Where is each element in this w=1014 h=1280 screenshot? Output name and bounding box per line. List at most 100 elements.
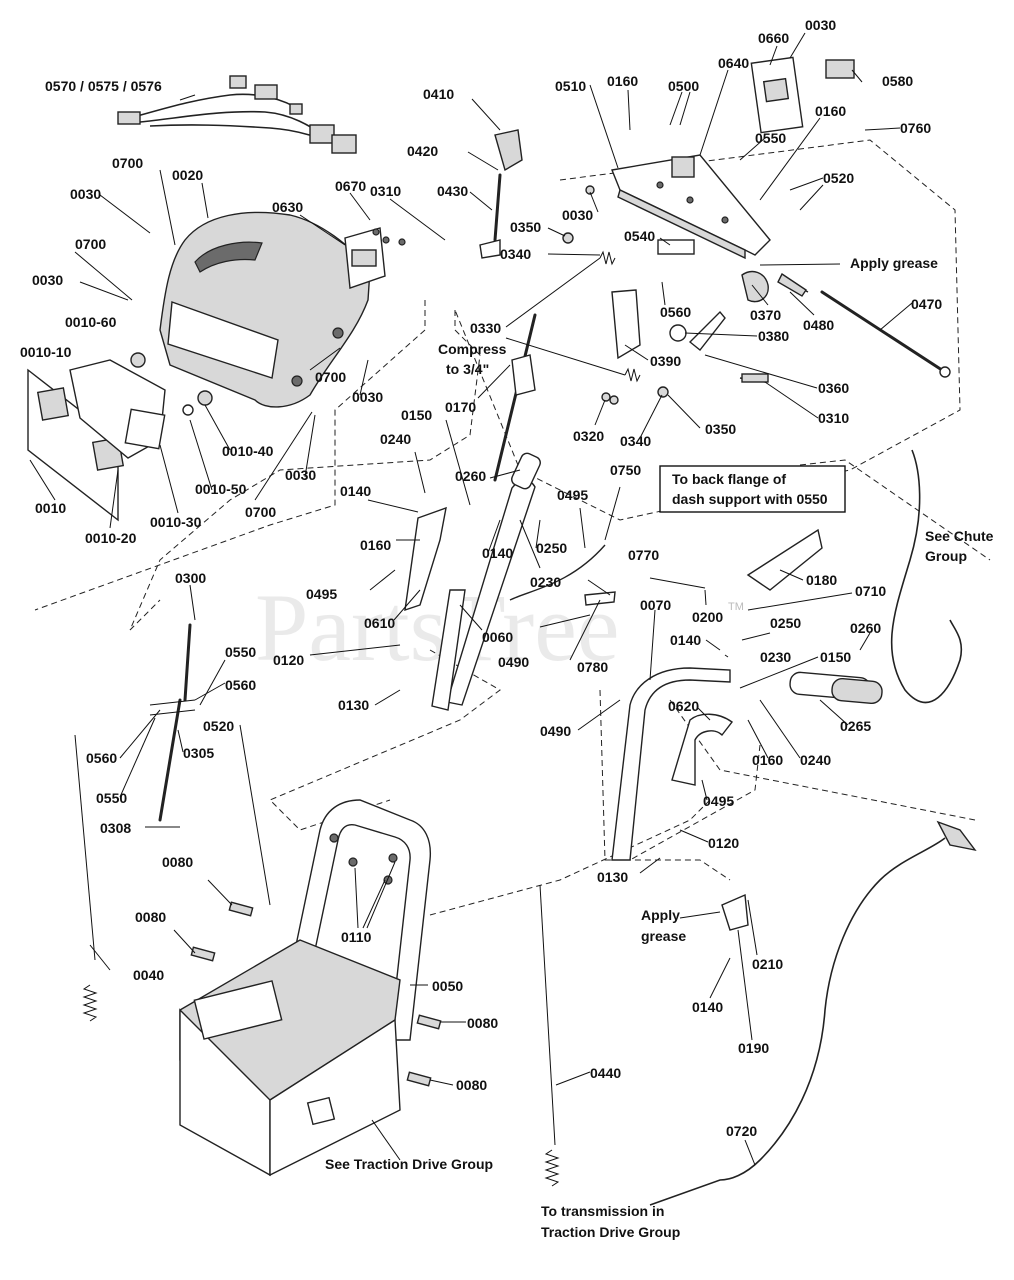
label-0080-d: 0080 <box>456 1077 487 1093</box>
label-0040: 0040 <box>133 967 164 983</box>
label-0770: 0770 <box>628 547 659 563</box>
label-0030-f: 0030 <box>285 467 316 483</box>
label-0160-d: 0160 <box>752 752 783 768</box>
springs <box>562 185 669 405</box>
label-0200: 0200 <box>692 609 723 625</box>
label-0340-b: 0340 <box>620 433 651 449</box>
label-0370: 0370 <box>750 307 781 323</box>
label-0260-a: 0260 <box>455 468 486 484</box>
note-flange-line2: dash support with 0550 <box>672 491 828 507</box>
note-transmission-line2: Traction Drive Group <box>541 1224 680 1240</box>
label-0140-a: 0140 <box>340 483 371 499</box>
label-0420: 0420 <box>407 143 438 159</box>
label-0010-40: 0010-40 <box>222 443 274 459</box>
diagram-notes: Apply grease Compress to 3/4" To back fl… <box>325 255 994 1240</box>
left-handle <box>404 452 616 711</box>
label-0700-c: 0700 <box>315 369 346 385</box>
label-0120-b: 0120 <box>708 835 739 851</box>
label-0700-d: 0700 <box>245 504 276 520</box>
label-0570: 0570 / 0575 / 0576 <box>45 78 162 94</box>
label-0180: 0180 <box>806 572 837 588</box>
label-0250-a: 0250 <box>536 540 567 556</box>
label-0080-b: 0080 <box>135 909 166 925</box>
watermark: PartsTree <box>255 574 619 681</box>
label-0030-e: 0030 <box>352 389 383 405</box>
note-transmission-line1: To transmission in <box>541 1203 664 1219</box>
part-labels: 0570 / 0575 / 0576 0410 0420 0430 0510 0… <box>20 17 942 1139</box>
note-chute-line1: See Chute <box>925 528 994 544</box>
label-0130-a: 0130 <box>338 697 369 713</box>
bellcrank-bracket <box>721 893 749 931</box>
label-0190: 0190 <box>738 1040 769 1056</box>
label-0490-a: 0490 <box>498 654 529 670</box>
label-0550-c: 0550 <box>96 790 127 806</box>
control-cables <box>74 734 560 1187</box>
label-0360: 0360 <box>818 380 849 396</box>
label-0340-a: 0340 <box>500 246 531 262</box>
label-0560-c: 0560 <box>86 750 117 766</box>
label-0160-a: 0160 <box>607 73 638 89</box>
label-0560-b: 0560 <box>225 677 256 693</box>
label-0010-20: 0010-20 <box>85 530 137 546</box>
label-0210: 0210 <box>752 956 783 972</box>
label-0080-c: 0080 <box>467 1015 498 1031</box>
label-0620: 0620 <box>668 698 699 714</box>
label-0240-b: 0240 <box>800 752 831 768</box>
chute-control-rod <box>493 313 537 482</box>
note-apply-grease-line1: Apply <box>641 907 680 923</box>
label-0640: 0640 <box>718 55 749 71</box>
label-0010: 0010 <box>35 500 66 516</box>
label-0350-b: 0350 <box>705 421 736 437</box>
label-0140-c: 0140 <box>670 632 701 648</box>
note-flange-line1: To back flange of <box>672 471 786 487</box>
label-0700-b: 0700 <box>75 236 106 252</box>
label-0520-a: 0520 <box>823 170 854 186</box>
label-0550-b: 0550 <box>225 644 256 660</box>
label-0780: 0780 <box>577 659 608 675</box>
label-0390: 0390 <box>650 353 681 369</box>
shift-linkage <box>149 623 196 822</box>
label-0580: 0580 <box>882 73 913 89</box>
label-0495-c: 0495 <box>703 793 734 809</box>
note-traction-drive: See Traction Drive Group <box>325 1156 493 1172</box>
chute-lever <box>479 129 523 259</box>
label-0030-c: 0030 <box>32 272 63 288</box>
label-0470: 0470 <box>911 296 942 312</box>
label-0760: 0760 <box>900 120 931 136</box>
label-0630: 0630 <box>272 199 303 215</box>
label-0440: 0440 <box>590 1065 621 1081</box>
note-apply-grease-line2: grease <box>641 928 686 944</box>
note-compress-line2: to 3/4" <box>446 361 489 377</box>
label-0250-b: 0250 <box>770 615 801 631</box>
note-chute-line2: Group <box>925 548 967 564</box>
note-compress-line1: Compress <box>438 341 507 357</box>
label-0550-a: 0550 <box>755 130 786 146</box>
label-0350-a: 0350 <box>510 219 541 235</box>
label-0170: 0170 <box>445 399 476 415</box>
label-0140-d: 0140 <box>692 999 723 1015</box>
label-0060: 0060 <box>482 629 513 645</box>
linkage-bracket <box>611 289 769 383</box>
label-0240-a: 0240 <box>380 431 411 447</box>
label-0010-60: 0010-60 <box>65 314 117 330</box>
label-0660: 0660 <box>758 30 789 46</box>
label-0700-a: 0700 <box>112 155 143 171</box>
label-0540: 0540 <box>624 228 655 244</box>
label-0010-50: 0010-50 <box>195 481 247 497</box>
label-0265: 0265 <box>840 718 871 734</box>
label-0330: 0330 <box>470 320 501 336</box>
label-0310-a: 0310 <box>370 183 401 199</box>
label-0430: 0430 <box>437 183 468 199</box>
label-0720: 0720 <box>726 1123 757 1139</box>
label-0480: 0480 <box>803 317 834 333</box>
label-0560-a: 0560 <box>660 304 691 320</box>
label-0300: 0300 <box>175 570 206 586</box>
label-0410: 0410 <box>423 86 454 102</box>
label-0305: 0305 <box>183 745 214 761</box>
label-0380: 0380 <box>758 328 789 344</box>
assembly-outlines <box>34 139 991 916</box>
label-0150-b: 0150 <box>820 649 851 665</box>
label-0030-d: 0030 <box>562 207 593 223</box>
label-0020: 0020 <box>172 167 203 183</box>
